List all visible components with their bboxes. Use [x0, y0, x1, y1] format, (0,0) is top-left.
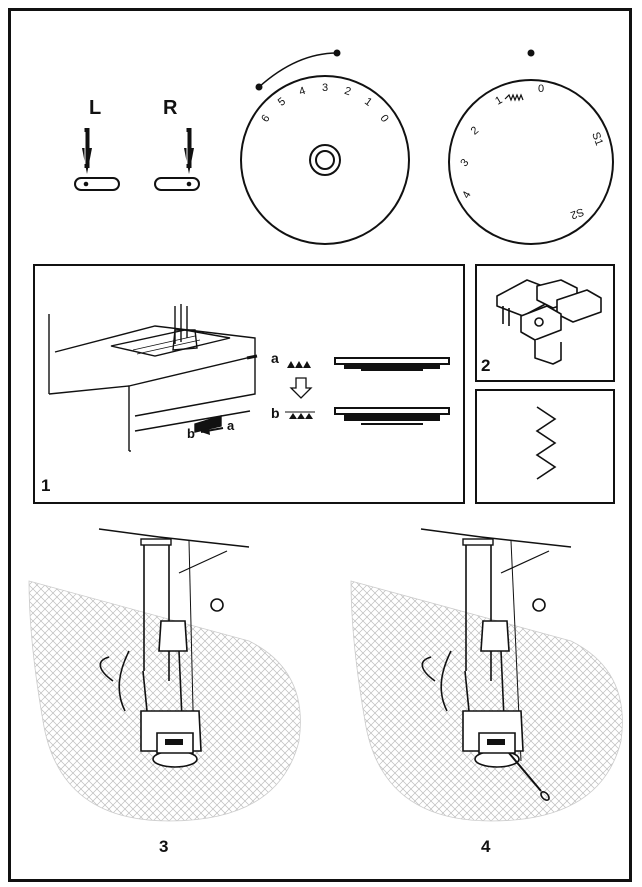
state-label-a: a: [271, 350, 279, 366]
presser-foot-icon: [496, 279, 602, 365]
width-dial-number-s2: S2: [569, 205, 586, 221]
state-label-b: b: [271, 405, 280, 421]
width-dial-number-0: 0: [538, 83, 544, 95]
length-dial-number-2: 2: [343, 85, 353, 98]
width-dial-number-s1: S1: [589, 131, 605, 148]
right-needle-icon: [154, 128, 200, 191]
lever-label-b: b: [187, 426, 195, 441]
step-number-4: 4: [481, 837, 491, 856]
length-dial-number-4: 4: [298, 85, 308, 98]
needle-position-icons: [74, 128, 200, 191]
zigzag-mark-icon: [504, 93, 524, 102]
sewing-scene-3: [28, 528, 301, 822]
feed-dog-lowered-icon: [285, 411, 315, 419]
width-dial-number-1: 1: [493, 94, 504, 107]
machine-bed-drawing: [48, 304, 258, 452]
zigzag-stitch-icon: [535, 406, 557, 480]
length-dial-number-3: 3: [322, 82, 328, 94]
step-number-1: 1: [41, 476, 51, 495]
step-number-2: 2: [481, 356, 491, 375]
needle-right-label: R: [163, 97, 178, 119]
needle-left-label: L: [89, 97, 102, 119]
feed-dog-raised-section: [334, 357, 450, 371]
feed-dog-raised-icon: [287, 361, 311, 368]
feed-dog-panel: b a a b: [33, 264, 465, 504]
down-arrow-icon: [289, 377, 313, 399]
length-dial-number-6: 6: [259, 113, 272, 125]
left-needle-icon: [74, 128, 120, 191]
width-dial-number-4: 4: [460, 189, 473, 200]
presser-foot-panel: 2: [475, 264, 615, 382]
feed-dog-lowered-section: [334, 407, 450, 425]
step-number-3: 3: [159, 837, 169, 856]
length-dial-number-0: 0: [377, 113, 390, 125]
stitch-pattern-panel: [475, 389, 615, 504]
sewing-scene-4: [350, 528, 623, 822]
lever-label-a: a: [227, 418, 235, 433]
